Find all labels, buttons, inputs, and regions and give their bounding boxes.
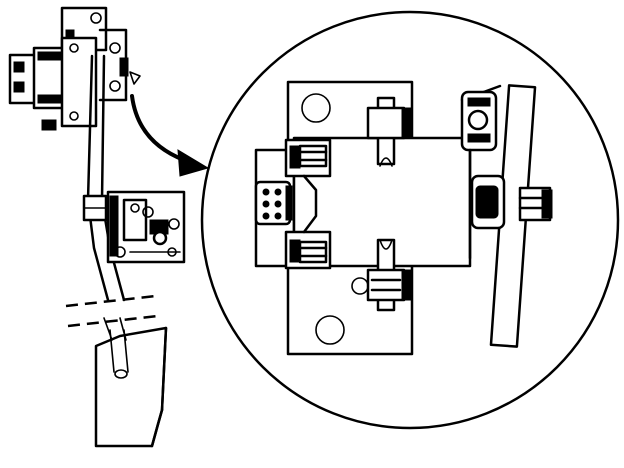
pedal-pad [94, 326, 168, 448]
switch-connector [254, 180, 293, 226]
brake-switch-mechanism [8, 36, 98, 131]
pedal-lever-arm [460, 84, 553, 348]
switch-retainer-clip [284, 138, 332, 270]
upper-stud [366, 96, 413, 167]
break-line-upper [65, 294, 157, 308]
magnifier-circle [200, 10, 620, 430]
lower-stud [351, 238, 413, 312]
pedal-arm [82, 54, 126, 302]
magnified-detail-view [200, 10, 620, 430]
plate-hole-lower [315, 315, 345, 345]
pedal-assembly-overview [8, 6, 186, 448]
plate-hole-upper [301, 93, 331, 123]
arm-lower-segment-right [119, 317, 127, 341]
arm-lower-segment-left [103, 317, 113, 341]
lower-pivot-block [106, 190, 186, 264]
detail-pointer-arrow [130, 94, 210, 177]
break-line-lower [67, 314, 159, 328]
